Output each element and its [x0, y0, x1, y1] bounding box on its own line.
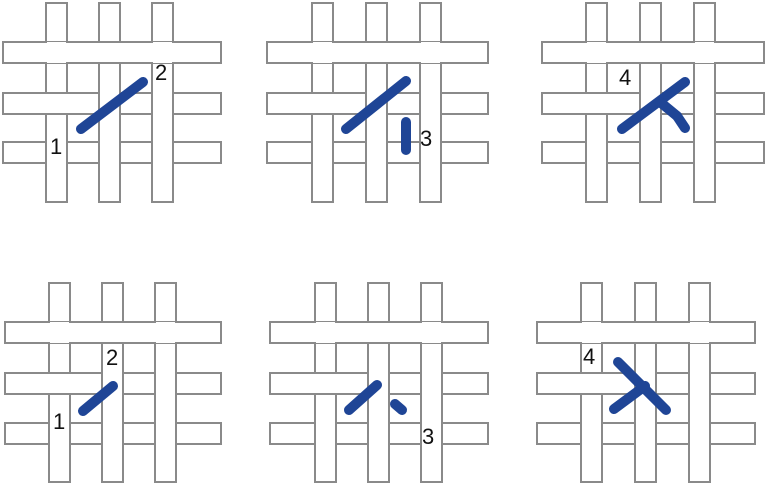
- step-label: 4: [619, 65, 631, 90]
- stitch-thread: [617, 77, 690, 134]
- panel-bottom-row-step-2: 3: [269, 282, 489, 483]
- fabric-weave: [269, 282, 489, 483]
- step-label: 2: [155, 60, 167, 85]
- stitch-thread: [344, 380, 382, 415]
- stitch-thread: [78, 381, 118, 416]
- panel-bottom-row-step-1: 1 2: [4, 282, 222, 483]
- step-label: 4: [583, 344, 595, 369]
- step-label: 3: [422, 424, 434, 449]
- stitch-thread: [390, 399, 407, 415]
- step-label: 3: [420, 126, 432, 151]
- step-label: 1: [50, 134, 62, 159]
- stitch-thread: [672, 111, 690, 133]
- step-label: 1: [53, 409, 65, 434]
- panel-top-row-step-3: 4: [541, 2, 765, 203]
- panel-bottom-row-step-3: 4: [536, 282, 756, 483]
- panel-top-row-step-1: 1 2: [2, 2, 222, 203]
- step-label: 2: [106, 345, 118, 370]
- fabric-weave: [4, 282, 222, 483]
- stitch-thread: [76, 77, 148, 134]
- panel-top-row-step-2: 3: [266, 2, 489, 203]
- stitch-thread: [341, 76, 411, 134]
- stitch-thread: [613, 357, 671, 415]
